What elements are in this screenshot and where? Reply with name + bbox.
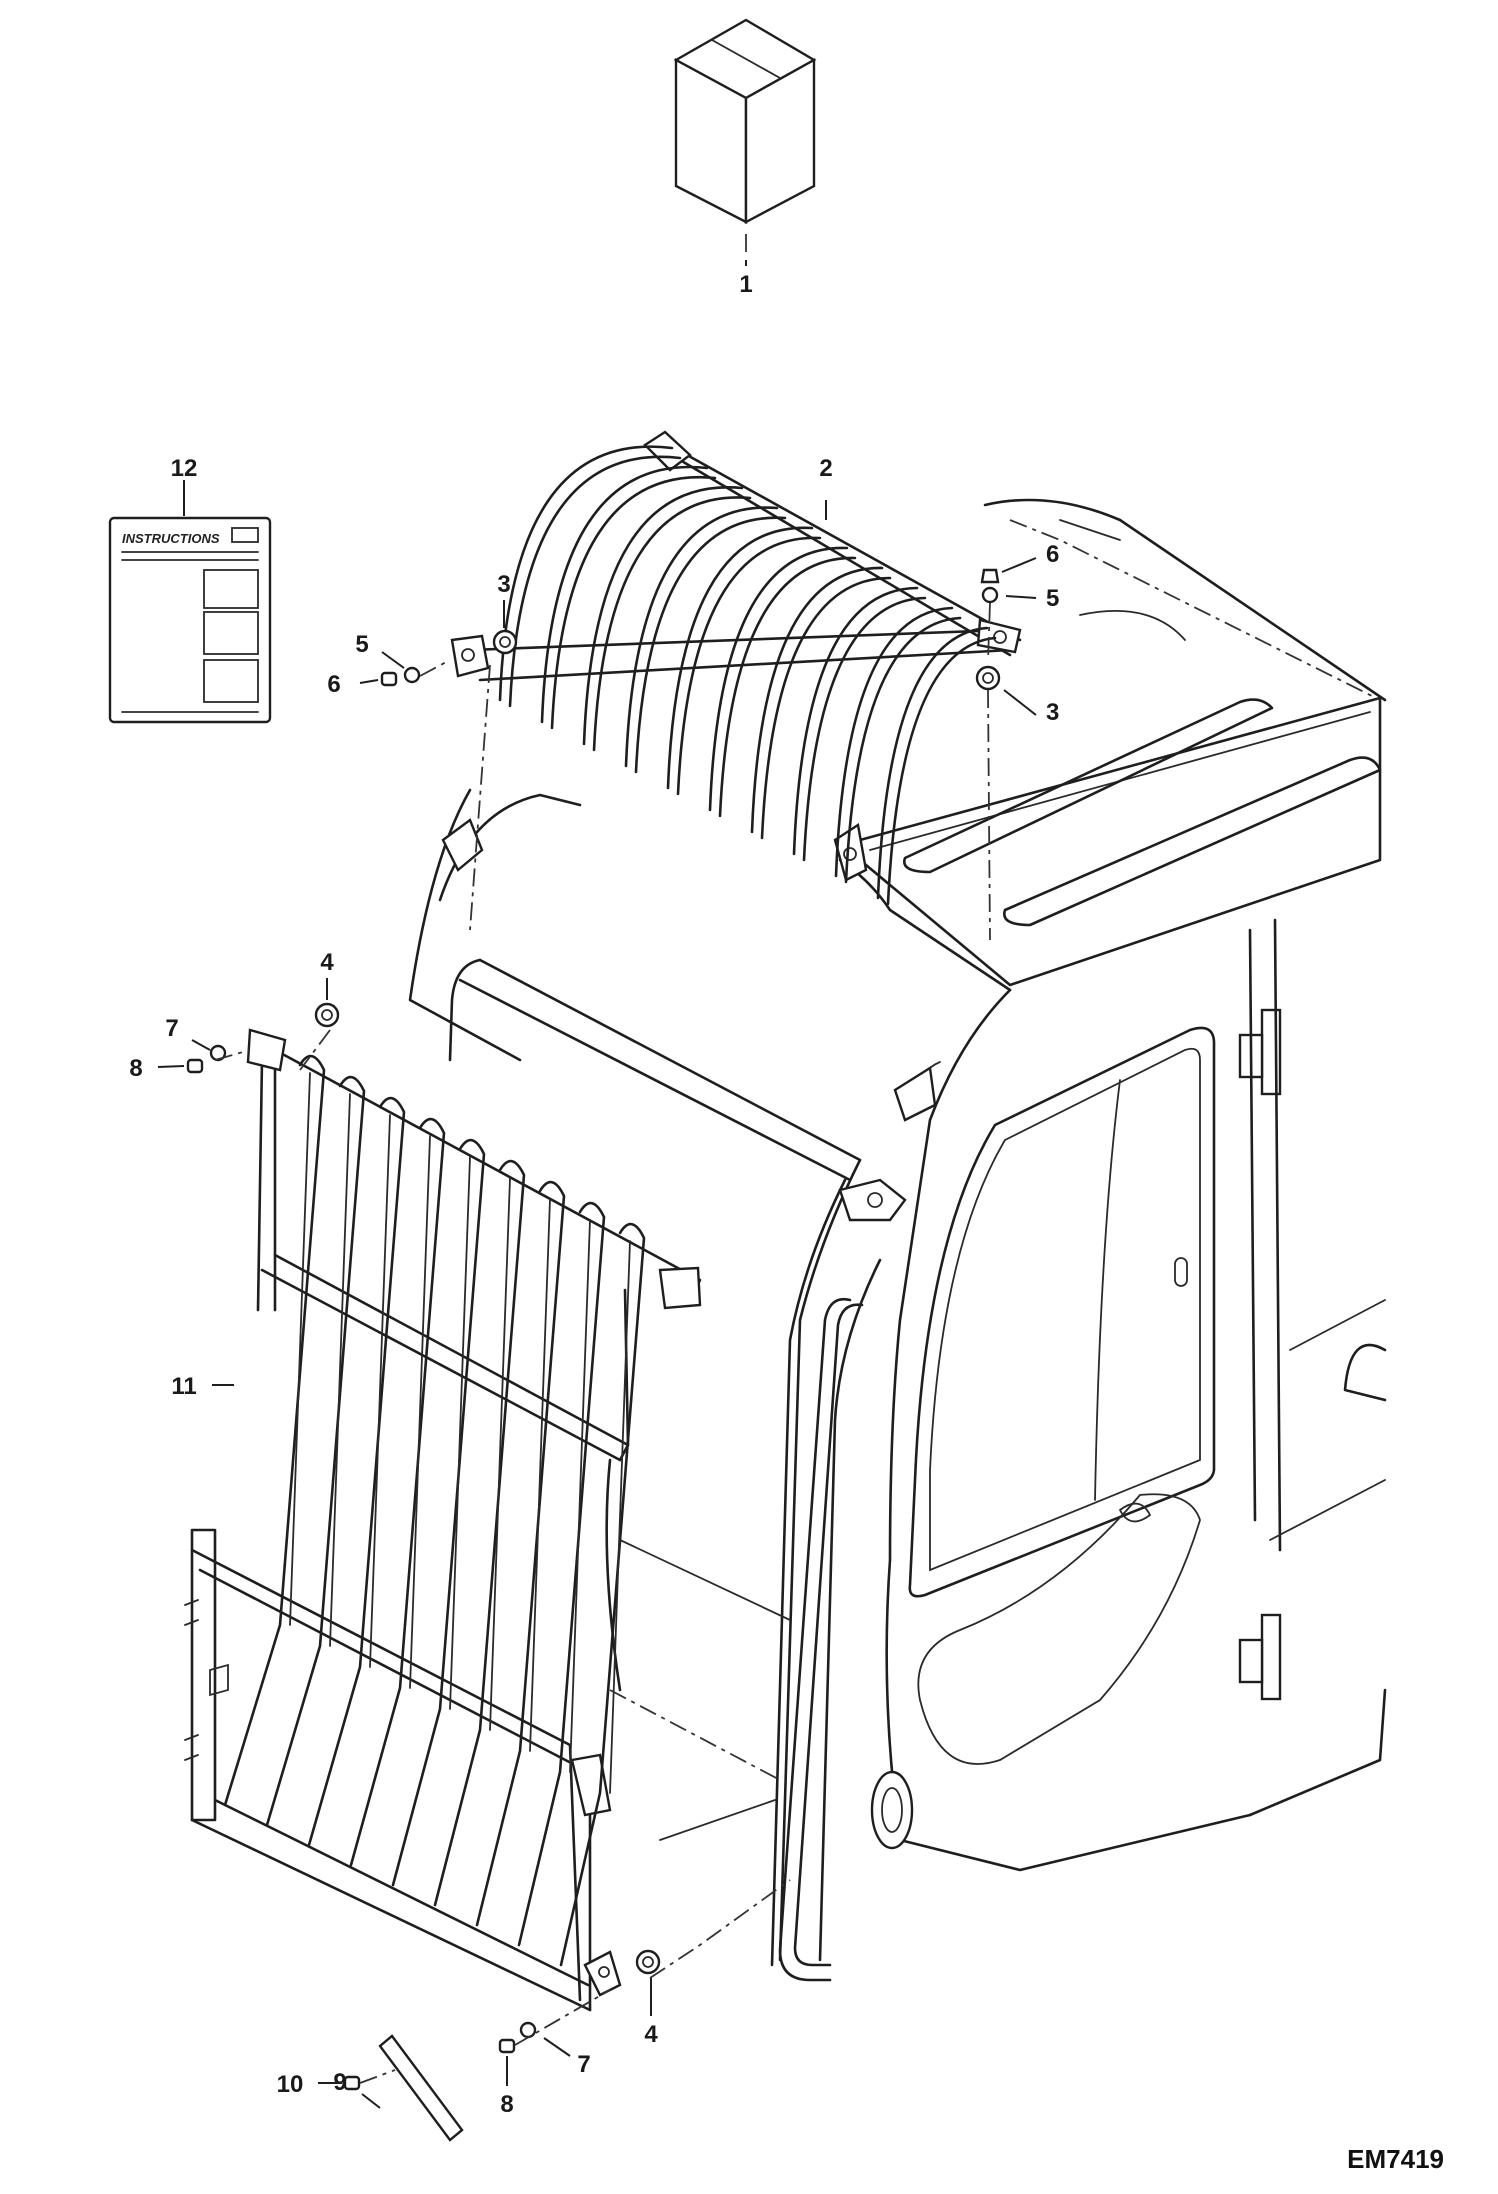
callout-6-left: 6 (327, 671, 340, 698)
drawing-code: EM7419 (1347, 2144, 1444, 2174)
callout-11: 11 (171, 1373, 196, 1400)
callout-8-top: 8 (129, 1055, 142, 1082)
callout-4-top: 4 (320, 949, 334, 976)
part-1-box (673, 18, 817, 258)
callout-7-bottom: 7 (577, 2051, 590, 2078)
fasteners (186, 568, 1001, 2091)
callout-numbers: 1 2 3 3 4 4 5 5 6 6 7 7 8 8 9 10 11 12 (129, 271, 1059, 2118)
callout-12: 12 (171, 455, 198, 482)
callout-1: 1 (739, 271, 752, 298)
part-2-top-guard (450, 430, 1022, 906)
part-12-instruction-sheet (108, 516, 272, 724)
assembly-centerlines (214, 519, 1381, 2084)
instructions-heading: INSTRUCTIONS (122, 531, 220, 546)
callout-leaders (157, 260, 1037, 2109)
callout-3-left: 3 (497, 571, 510, 598)
callout-7-top: 7 (165, 1015, 178, 1042)
callout-8-bottom: 8 (500, 2091, 513, 2118)
callout-6-right: 6 (1046, 541, 1059, 568)
callout-4-bottom: 4 (644, 2021, 658, 2048)
callout-9: 9 (333, 2069, 346, 2096)
part-11-front-guard (184, 1028, 702, 2012)
callout-3-right: 3 (1046, 699, 1059, 726)
callout-10: 10 (277, 2071, 304, 2098)
part-9-strip (378, 2034, 464, 2142)
cab-body (408, 498, 1387, 1982)
callout-5-right: 5 (1046, 585, 1059, 612)
callout-2: 2 (819, 455, 832, 482)
callout-5-left: 5 (355, 631, 368, 658)
